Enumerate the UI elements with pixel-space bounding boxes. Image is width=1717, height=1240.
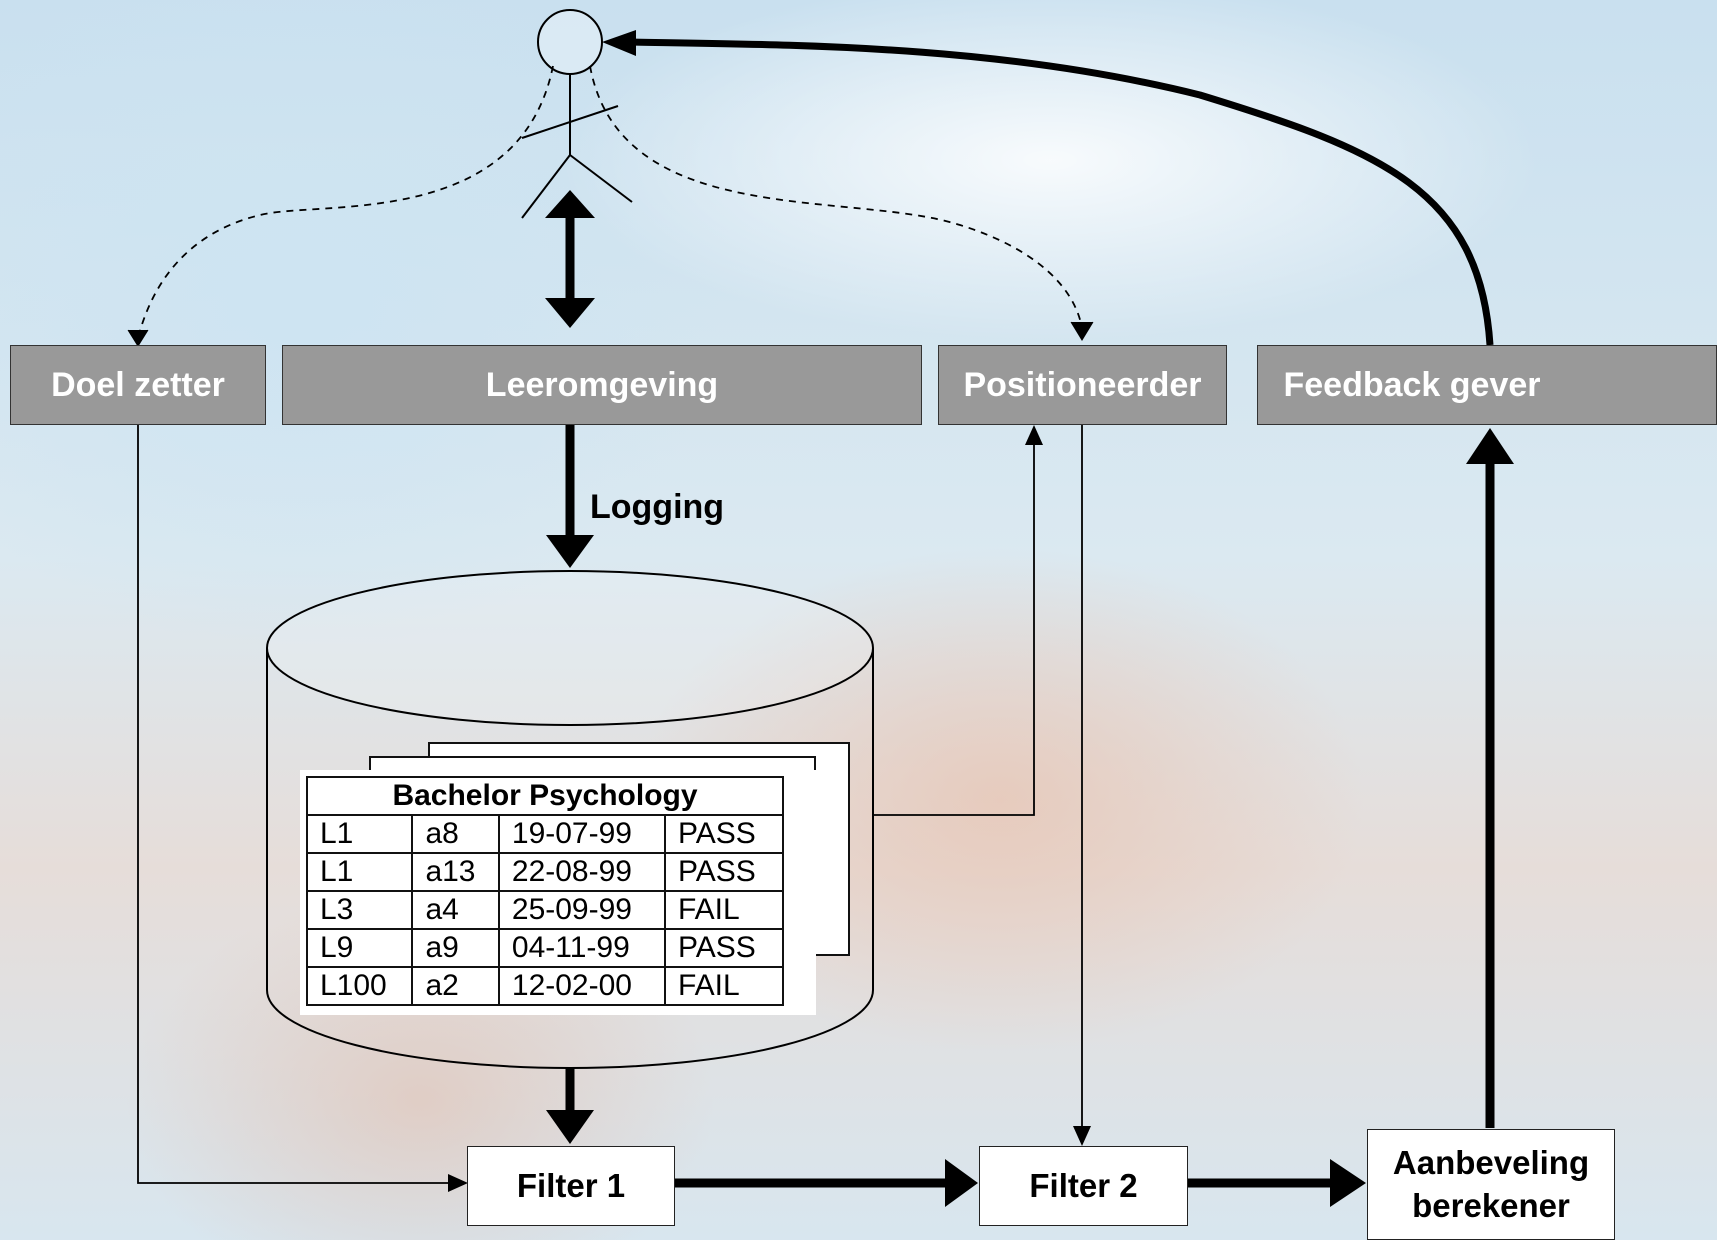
log-table: Bachelor Psychology L1 a8 19-07-99 PASS … [305, 776, 785, 1006]
table-cell: FAIL [663, 890, 785, 930]
aanbeveling-line1: Aanbeveling [1392, 1143, 1590, 1181]
table-cell: 12-02-00 [497, 966, 666, 1006]
filter1-arrowhead-icon [546, 1110, 594, 1144]
table-cell: PASS [663, 928, 785, 968]
database-cylinder [266, 570, 874, 1069]
table-cell: 19-07-99 [497, 814, 666, 854]
table-cell: L1 [305, 814, 414, 854]
feedback-arrowhead-icon [602, 30, 636, 56]
table-cell: FAIL [663, 966, 785, 1006]
log-table-title: Bachelor Psychology [306, 776, 784, 816]
table-cell: L100 [305, 966, 414, 1006]
aanbeveling-line2: berekener [1412, 1186, 1570, 1224]
arrowhead-up-icon [545, 190, 595, 218]
table-cell: 22-08-99 [497, 852, 666, 892]
leeromgeving-box: Leeromgeving [282, 345, 922, 425]
dashed-link-doel [136, 65, 554, 343]
positioneerder-box: Positioneerder [938, 345, 1227, 425]
feedback-gever-box: Feedback gever [1257, 345, 1717, 425]
table-cell: 04-11-99 [497, 928, 666, 968]
table-row: L1 a13 22-08-99 PASS [305, 852, 785, 892]
table-cell: PASS [663, 814, 785, 854]
table-cell: PASS [663, 852, 785, 892]
table-cell: L3 [305, 890, 414, 930]
doel-zetter-box: Doel zetter [10, 345, 266, 425]
filter2-box: Filter 2 [979, 1146, 1188, 1226]
filter2-input-arrowhead-icon [1073, 1126, 1091, 1146]
feedback-arrowhead-up-icon [1466, 428, 1514, 464]
arrowhead-down-icon [545, 298, 595, 328]
feedback-curve [629, 38, 1494, 346]
aanbeveling-berekener-box: Aanbeveling berekener [1367, 1129, 1615, 1240]
table-cell: a13 [411, 852, 500, 892]
table-cell: a4 [411, 890, 500, 930]
table-cell: L9 [305, 928, 414, 968]
filter2-arrowhead-icon [945, 1159, 978, 1207]
filter1-box: Filter 1 [467, 1146, 675, 1226]
dashed-link-positioneerder [589, 65, 1083, 329]
table-row: L100 a2 12-02-00 FAIL [305, 966, 785, 1006]
logging-label: Logging [590, 488, 725, 526]
table-cell: a9 [411, 928, 500, 968]
table-row: L1 a8 19-07-99 PASS [305, 814, 785, 854]
dashed-arrowhead-doel-icon [127, 329, 149, 347]
table-row: L9 a9 04-11-99 PASS [305, 928, 785, 968]
doel-to-filter1-line [137, 425, 450, 1184]
logging-arrowhead-icon [546, 535, 594, 568]
dashed-arrowhead-positioneerder-icon [1070, 321, 1094, 341]
positioneerder-input-arrowhead-icon [1025, 425, 1043, 445]
table-row: L3 a4 25-09-99 FAIL [305, 890, 785, 930]
database-to-positioneerder-line [873, 440, 1035, 816]
table-cell: 25-09-99 [497, 890, 666, 930]
table-cell: a2 [411, 966, 500, 1006]
aanbeveling-arrowhead-icon [1330, 1159, 1366, 1207]
table-cell: a8 [411, 814, 500, 854]
table-cell: L1 [305, 852, 414, 892]
filter1-input-arrowhead-icon [448, 1174, 468, 1192]
